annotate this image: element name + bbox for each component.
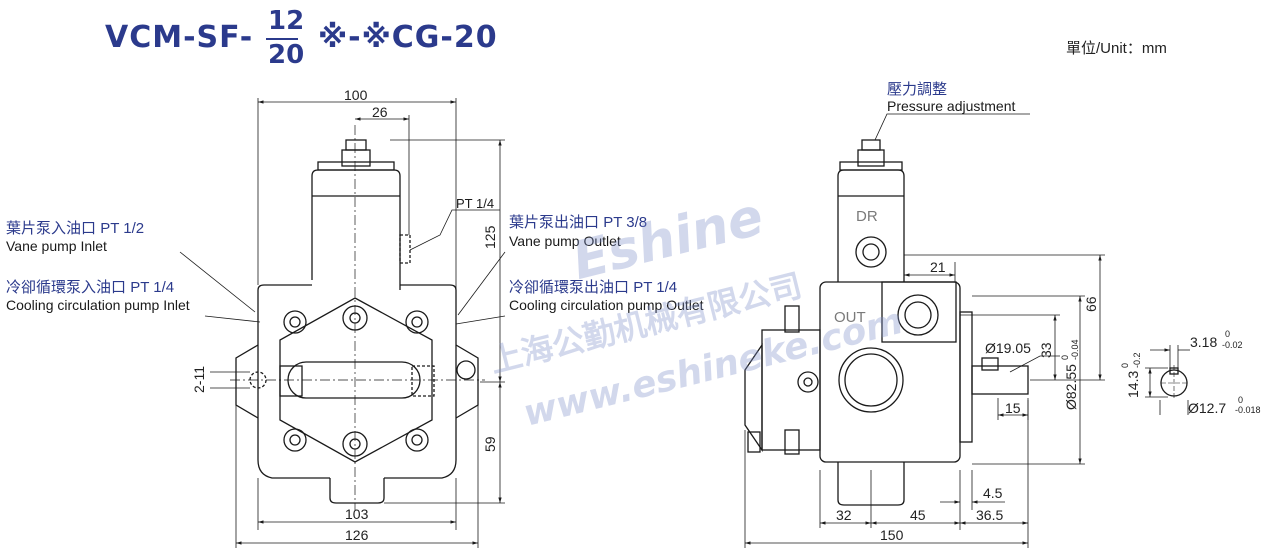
unit-label: 單位/Unit：mm xyxy=(1066,40,1167,57)
dim-33: 33 xyxy=(1038,342,1054,358)
dim-125: 125 xyxy=(482,225,498,249)
vane-outlet-label-cn: 葉片泵出油口 PT 3/8 xyxy=(509,214,648,231)
dim-12-7-hi: 0 xyxy=(1238,395,1243,405)
side-dim-texts: 21 66 33 Ø82.55 0 -0.04 Ø19.05 15 4.5 32… xyxy=(836,259,1261,543)
pressure-label-en: Pressure adjustment xyxy=(887,98,1016,114)
dim-59: 59 xyxy=(482,436,498,452)
watermark-brand: Eshine xyxy=(567,187,769,292)
cool-outlet-label-cn: 冷卻循環泵出油口 PT 1/4 xyxy=(509,279,678,296)
dim-82-55-tol-lo: -0.04 xyxy=(1070,339,1080,360)
pt14-label: PT 1/4 xyxy=(456,196,495,211)
side-dim-text-overlay: DR OUT xyxy=(834,208,878,326)
dim-45: 45 xyxy=(910,507,926,523)
title-fraction-bar xyxy=(266,38,298,40)
vane-outlet-label-en: Vane pump Outlet xyxy=(509,233,621,249)
title-prefix: VCM-SF- xyxy=(105,20,254,55)
title-num-top: 12 xyxy=(268,6,305,36)
dim-14-3: 14.3 xyxy=(1125,371,1141,398)
dim-66: 66 xyxy=(1083,296,1099,312)
dim-32: 32 xyxy=(836,507,852,523)
vane-inlet-label-en: Vane pump Inlet xyxy=(6,238,107,254)
dim-14-3-hi: 0 xyxy=(1120,363,1130,368)
vane-inlet-label-cn: 葉片泵入油口 PT 1/2 xyxy=(6,220,145,237)
dim-4-5: 4.5 xyxy=(983,485,1003,501)
dr-label: DR xyxy=(856,208,878,225)
title-num-bottom: 20 xyxy=(268,40,305,70)
dim-3-18: 3.18 xyxy=(1190,334,1217,350)
out-label: OUT xyxy=(834,309,866,326)
pressure-label-cn: 壓力調整 xyxy=(887,81,948,98)
dim-15: 15 xyxy=(1005,400,1021,416)
dim-82-55: Ø82.55 xyxy=(1063,364,1079,410)
dim-3-18-hi: 0 xyxy=(1225,329,1230,339)
dim-100: 100 xyxy=(344,87,368,103)
side-dimensions xyxy=(744,113,1190,548)
dim-126: 126 xyxy=(345,527,369,543)
dim-82-55-tol-hi: 0 xyxy=(1060,355,1070,360)
dim-14-3-lo: -0.2 xyxy=(1132,352,1142,368)
dim-2-11: 2-11 xyxy=(191,366,207,393)
dim-103: 103 xyxy=(345,506,369,522)
front-dimensions xyxy=(179,98,506,548)
front-view xyxy=(230,125,485,510)
dim-3-18-lo: -0.02 xyxy=(1222,340,1243,350)
dim-26: 26 xyxy=(372,104,388,120)
title-suffix: ※-※CG-20 xyxy=(318,20,498,55)
dim-19-05: Ø19.05 xyxy=(985,340,1031,356)
dim-12-7-lo: -0.018 xyxy=(1235,405,1261,415)
cool-inlet-label-cn: 冷卻循環泵入油口 PT 1/4 xyxy=(6,279,175,296)
dim-150: 150 xyxy=(880,527,904,543)
watermark: Eshine 上海公勤机械有限公司 www.eshineke.com xyxy=(486,187,907,435)
dim-36-5: 36.5 xyxy=(976,507,1003,523)
dim-21: 21 xyxy=(930,259,946,275)
front-dim-texts: 100 26 125 59 2-11 103 126 xyxy=(191,87,498,543)
dim-12-7: Ø12.7 xyxy=(1188,400,1226,416)
cool-outlet-label-en: Cooling circulation pump Outlet xyxy=(509,297,704,313)
cool-inlet-label-en: Cooling circulation pump Inlet xyxy=(6,297,190,313)
